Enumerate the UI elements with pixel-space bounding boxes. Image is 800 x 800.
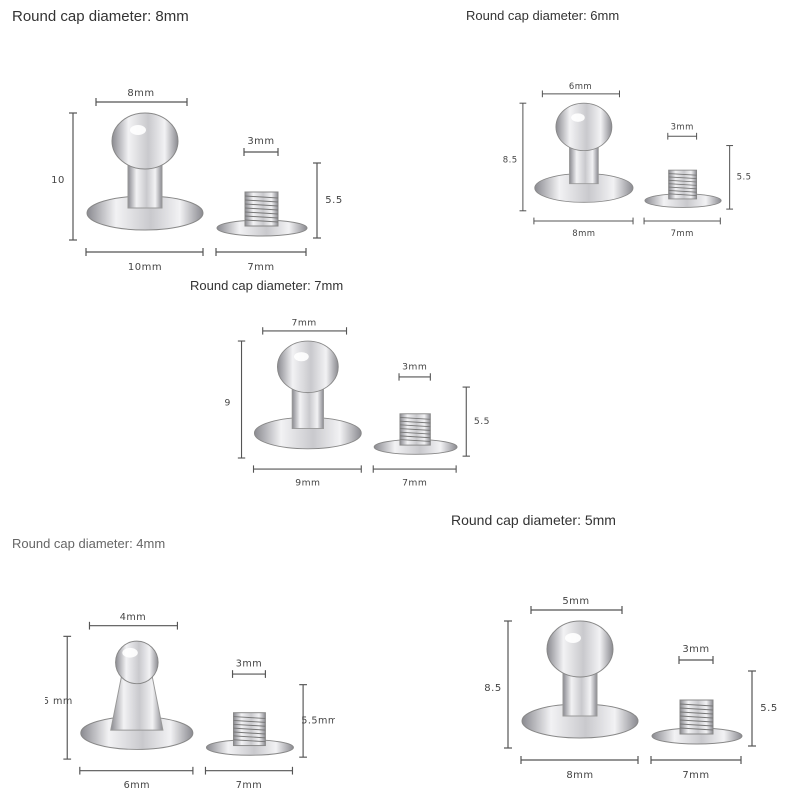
screw-height-dimension-label: 5.5 — [737, 171, 752, 181]
flange-dimension-label: 7mm — [682, 770, 709, 781]
cap-dimension-line — [262, 327, 348, 335]
base-dimension-line — [252, 465, 362, 473]
flange-dimension-label: 7mm — [402, 478, 427, 489]
title-5mm: Round cap diameter: 5mm — [451, 512, 616, 528]
thread-dimension-label: 3mm — [682, 644, 709, 655]
height-dimension-line — [237, 340, 246, 459]
flange-dimension-line — [204, 766, 294, 775]
screw-height-dimension-label: 5.5 — [760, 703, 777, 714]
cap-dimension-line — [541, 90, 620, 98]
screw — [644, 169, 722, 208]
screw — [205, 712, 294, 756]
base-dimension-label: 9mm — [295, 478, 320, 489]
stud-post — [86, 112, 204, 231]
thread-dimension-line — [667, 132, 698, 140]
screw-height-dimension-line — [748, 670, 756, 747]
cap-dimension-line — [95, 98, 188, 106]
flange-dimension-line — [643, 217, 721, 225]
thread-dimension-label: 3mm — [247, 136, 274, 147]
thread-dimension-label: 3mm — [236, 658, 262, 669]
thread-dimension-label: 3mm — [671, 121, 694, 131]
cap-dimension-line — [530, 606, 623, 614]
base-dimension-line — [85, 248, 204, 256]
screw-height-dimension-line — [726, 145, 734, 210]
rivet-panel-5mm: 5mm 8.5 8mm 3mm 5.5 7mm — [485, 596, 785, 786]
thread-dimension-line — [231, 670, 266, 678]
flange-dimension-line — [650, 756, 742, 764]
base-dimension-label: 8mm — [566, 770, 593, 781]
base-dimension-line — [520, 756, 639, 764]
height-dimension-label: 9 — [225, 398, 231, 409]
screw — [216, 191, 308, 237]
title-8mm: Round cap diameter: 8mm — [12, 8, 189, 25]
thread-dimension-line — [398, 373, 431, 381]
cap-dimension-label: 8mm — [127, 88, 154, 99]
rivet-panel-6mm: 6mm 8.5 8mm 3mm 5.5 7mm — [503, 82, 758, 243]
flange-dimension-label: 7mm — [236, 780, 262, 791]
cap-dimension-label: 6mm — [569, 82, 592, 91]
flange-dimension-line — [372, 465, 457, 473]
cap-dimension-line — [88, 621, 179, 630]
cap-dimension-label: 7mm — [292, 318, 317, 328]
screw-height-dimension-label: 5.5 — [325, 195, 342, 206]
height-dimension-line — [504, 620, 512, 749]
thread-dimension-line — [678, 656, 714, 664]
rivet-panel-7mm: 7mm 9 9mm 3mm 5.5 7mm — [220, 318, 497, 493]
height-dimension-line — [63, 635, 72, 760]
height-dimension-label: 10 — [51, 175, 65, 186]
screw-height-dimension-line — [462, 386, 470, 457]
flange-dimension-label: 7mm — [671, 228, 694, 238]
screw-height-dimension-label: 5.5 — [474, 416, 490, 427]
screw-height-dimension-line — [313, 162, 321, 239]
stud-post — [534, 102, 634, 203]
height-dimension-line — [69, 112, 77, 241]
stud-post — [80, 640, 194, 750]
stud-post — [521, 620, 639, 739]
flange-dimension-label: 7mm — [247, 262, 274, 273]
height-dimension-label: 8.5 — [485, 683, 502, 694]
cap-dimension-label: 4mm — [120, 612, 146, 623]
screw — [373, 413, 458, 455]
rivet-panel-8mm: 8mm 10 10mm 3mm 5.5 7mm — [50, 88, 350, 278]
base-dimension-line — [533, 217, 634, 225]
flange-dimension-line — [215, 248, 307, 256]
height-dimension-label: 8.5 mm — [45, 696, 73, 707]
height-dimension-label: 8.5 — [503, 155, 518, 165]
thread-dimension-label: 3mm — [402, 362, 427, 373]
base-dimension-label: 10mm — [128, 262, 162, 273]
base-dimension-line — [79, 766, 194, 775]
title-7mm: Round cap diameter: 7mm — [190, 278, 344, 293]
screw — [651, 699, 743, 745]
base-dimension-label: 6mm — [124, 780, 150, 791]
title-6mm: Round cap diameter: 6mm — [466, 8, 620, 23]
thread-dimension-line — [243, 148, 279, 156]
screw-height-dimension-label: 5.5mm — [301, 715, 335, 726]
height-dimension-line — [519, 102, 527, 212]
title-4mm: Round cap diameter: 4mm — [12, 536, 166, 551]
stud-post — [253, 340, 362, 450]
cap-dimension-label: 5mm — [562, 596, 589, 607]
screw-height-dimension-line — [299, 684, 307, 758]
base-dimension-label: 8mm — [572, 228, 595, 238]
rivet-panel-4mm: 4mm 8.5 mm 6mm 3mm 5.5mm 7mm — [45, 612, 335, 796]
